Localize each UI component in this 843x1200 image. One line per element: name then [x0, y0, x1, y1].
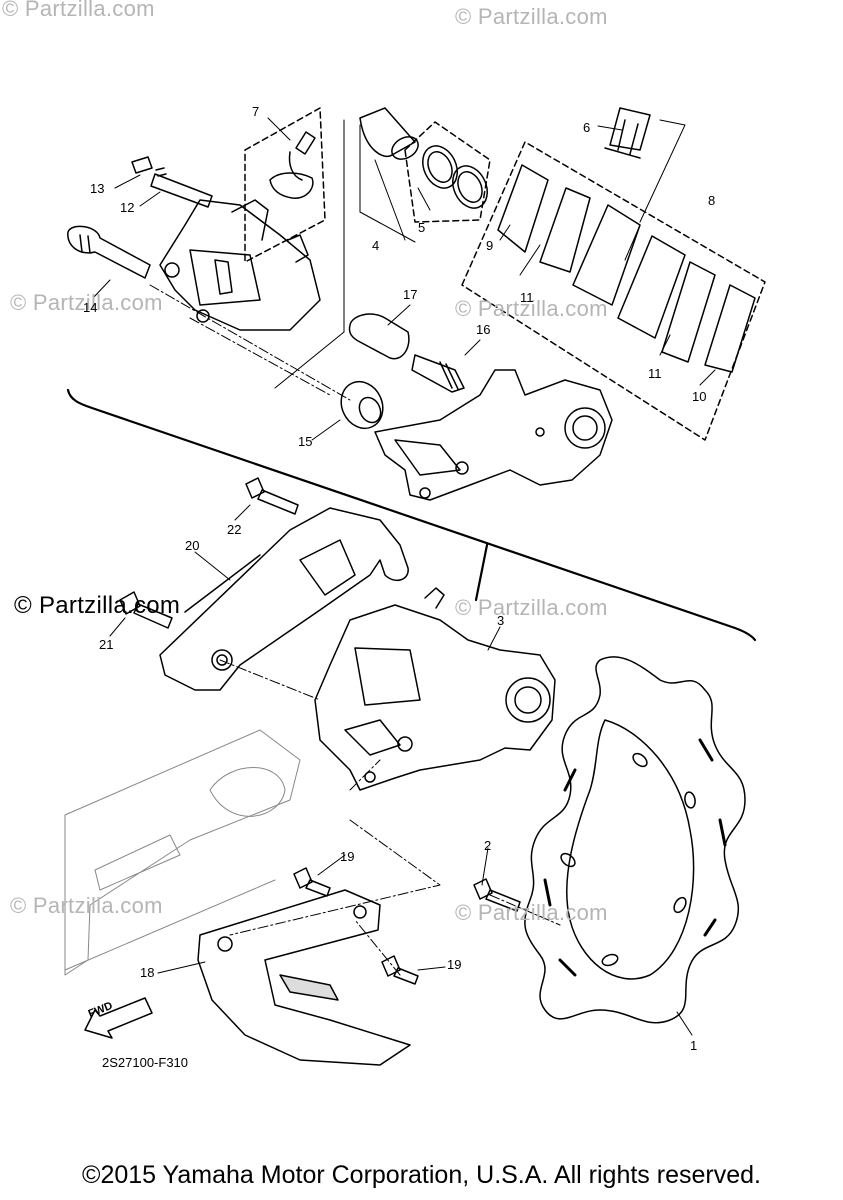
- copyright-notice: ©2015 Yamaha Motor Corporation, U.S.A. A…: [82, 1161, 761, 1189]
- callout-2: 2: [484, 838, 492, 853]
- watermark: © Partzilla.com: [455, 296, 608, 321]
- leader-lines: [92, 117, 716, 1036]
- part-torque-arm: [159, 507, 409, 691]
- callout-20: 20: [185, 538, 200, 553]
- callout-13: 13: [90, 181, 105, 196]
- watermark: © Partzilla.com: [455, 900, 608, 925]
- part-piston-seals: [359, 107, 488, 209]
- watermark: © Partzilla.com: [455, 595, 608, 620]
- watermark: © Partzilla.com: [10, 290, 163, 315]
- callout-21: 21: [99, 637, 114, 652]
- watermark: © Partzilla.com: [10, 893, 163, 918]
- watermark: © Partzilla.com: [2, 0, 155, 21]
- callout-1: 1: [690, 1038, 698, 1053]
- callout-18: 18: [140, 965, 155, 980]
- dashed-group-boxes: [244, 107, 766, 441]
- part-guard-bolts: [293, 867, 419, 985]
- callout-11: 11: [520, 290, 534, 305]
- part-bushings: [340, 313, 465, 430]
- fwd-arrow: [84, 997, 153, 1039]
- part-brake-pads: [497, 164, 756, 373]
- callout-17: 17: [403, 287, 418, 302]
- watermark: © Partzilla.com: [455, 4, 608, 29]
- part-caliper-exploded: [159, 199, 321, 331]
- callout-9: 9: [486, 238, 494, 253]
- callout-19: 19: [340, 849, 355, 864]
- callout-16: 16: [476, 322, 491, 337]
- part-disc-bolt: [473, 878, 521, 912]
- part-pins: [67, 156, 213, 279]
- part-caliper-bracket-exploded: [374, 369, 613, 501]
- callout-15: 15: [298, 434, 313, 449]
- part-disc-guard: [197, 889, 411, 1066]
- part-brake-disc: [524, 656, 746, 1024]
- callout-14: 14: [83, 300, 98, 315]
- part-caliper-assembly: [314, 587, 556, 791]
- callout-11: 11: [648, 366, 662, 381]
- watermark-strong: © Partzilla.com: [14, 592, 181, 619]
- callout-19: 19: [447, 957, 462, 972]
- diagram-code: 2S27100-F310: [102, 1055, 189, 1070]
- callout-7: 7: [252, 104, 260, 119]
- callout-5: 5: [418, 220, 426, 235]
- part-bolts-upper: [119, 477, 299, 629]
- callout-8: 8: [708, 193, 716, 208]
- part-pad-clip: [604, 107, 651, 159]
- callout-3: 3: [497, 613, 505, 628]
- part-swingarm: [64, 729, 301, 976]
- callout-6: 6: [583, 120, 591, 135]
- callout-10: 10: [692, 389, 707, 404]
- callout-4: 4: [372, 238, 380, 253]
- callout-22: 22: [227, 522, 242, 537]
- assembly-bracket: [66, 388, 757, 642]
- part-bleed-screw: [269, 131, 316, 199]
- callout-12: 12: [120, 200, 135, 215]
